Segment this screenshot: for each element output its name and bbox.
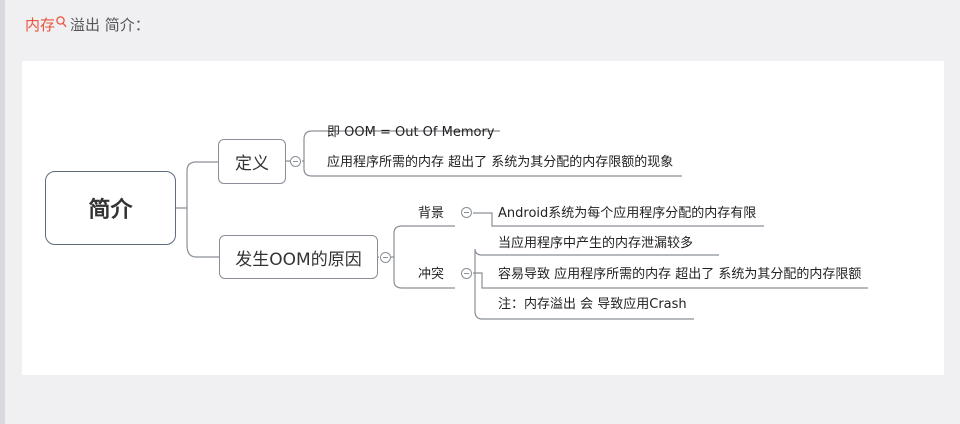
leaf-oom-acronym: 即 OOM = Out Of Memory <box>327 125 495 140</box>
leaf-oom-definition: 应用程序所需的内存 超出了 系统为其分配的内存限额的现象 <box>327 155 674 170</box>
collapse-toggle-definition[interactable] <box>290 156 301 167</box>
mindmap-connectors <box>176 130 868 320</box>
sub-branch-conflict: 冲突 <box>418 267 445 282</box>
memory-link[interactable]: 内存 <box>25 16 56 34</box>
search-icon[interactable] <box>56 16 67 28</box>
collapse-toggle-conflict[interactable] <box>461 268 472 279</box>
left-edge-bar <box>0 0 5 424</box>
branch-node-definition: 定义 <box>218 139 286 184</box>
mindmap-panel: 简介 定义 发生OOM的原因 即 OOM = Out Of Memory 应用程… <box>22 61 944 375</box>
section-heading: 内存溢出 简介： <box>25 14 150 36</box>
heading-text: 溢出 简介： <box>70 16 150 34</box>
collapse-toggle-oom-cause[interactable] <box>380 252 391 263</box>
leaf-exceed-limit: 容易导致 应用程序所需的内存 超出了 系统为其分配的内存限额 <box>498 267 862 282</box>
leaf-memory-leak: 当应用程序中产生的内存泄漏较多 <box>498 236 694 251</box>
root-node: 简介 <box>45 171 176 245</box>
sub-branch-background: 背景 <box>418 206 445 221</box>
leaf-android-memory: Android系统为每个应用程序分配的内存有限 <box>498 206 757 221</box>
collapse-toggle-background[interactable] <box>461 207 472 218</box>
leaf-crash-note: 注：内存溢出 会 导致应用Crash <box>498 297 687 312</box>
branch-node-oom-cause: 发生OOM的原因 <box>219 235 378 279</box>
